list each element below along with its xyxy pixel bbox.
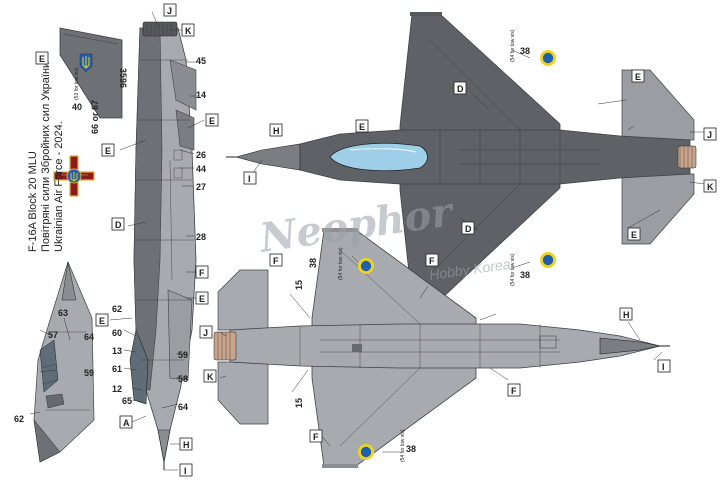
callout-F-bottom-stab: F [273, 256, 279, 266]
callout-E-side-lower: E [199, 294, 205, 304]
label-65: 65 [122, 396, 132, 406]
label-15-lower: 15 [294, 398, 304, 408]
title-line-1: F-16A Block 20 MLU [27, 151, 39, 252]
title-line-3: Ukrainian Air Force - 2024. [53, 121, 65, 252]
callout-I-side: I [184, 466, 187, 476]
label-28: 28 [196, 232, 206, 242]
sheet-title: F-16A Block 20 MLU Повітряні сили Збройн… [27, 62, 65, 252]
callout-E-nose: E [99, 316, 105, 326]
label-38-top-upper: 38 [520, 46, 530, 56]
callout-E-top-canopy: E [359, 122, 365, 132]
label-62-nose: 62 [14, 414, 24, 424]
ukraine-roundel-icon [540, 50, 556, 66]
ukraine-trident-icon [79, 53, 93, 73]
low-vis-note-bottom-lower: (54 for low vis) [400, 429, 406, 462]
serial-number: 3596 [118, 68, 128, 88]
label-66-or-67: 66 or 67 [90, 100, 100, 134]
callout-D-side: D [115, 220, 122, 230]
air-force-cross-emblem-icon [53, 155, 95, 197]
callout-D-bottom: D [465, 224, 472, 234]
label-27: 27 [196, 182, 206, 192]
callout-H-side: H [183, 440, 190, 450]
callout-E-top-stab-lower: E [631, 230, 637, 240]
callout-boxes: J K E E E D F E E A H I H I E D E E J K … [35, 3, 717, 477]
label-26: 26 [196, 150, 206, 160]
nose-detail-view [29, 260, 95, 463]
top-view-aircraft [226, 12, 705, 302]
callout-H-bottom: H [623, 310, 630, 320]
callout-I-bottom: I [662, 362, 665, 372]
side-view-callout-lines [109, 11, 205, 471]
label-12: 12 [112, 384, 122, 394]
callout-K-bottom: K [207, 372, 214, 382]
label-59-side: 59 [178, 350, 188, 360]
callout-K-top: K [707, 182, 714, 192]
callout-D-top: D [457, 84, 464, 94]
callout-A: A [123, 418, 130, 428]
callout-H-top: H [273, 126, 280, 136]
callout-F-bottom-lower: F [313, 432, 319, 442]
label-64-side: 64 [178, 402, 188, 412]
low-vis-note-top-lower: (54 for low vis) [510, 253, 516, 286]
low-vis-note-bottom-upper: (54 for low vis) [338, 247, 344, 280]
label-44: 44 [196, 164, 206, 174]
label-62-side: 62 [112, 304, 122, 314]
callout-J-side: J [167, 6, 172, 16]
label-15-upper: 15 [294, 280, 304, 290]
callout-F-bottom-fuselage: F [511, 386, 517, 396]
label-45: 45 [196, 56, 206, 66]
callout-E-fin: E [39, 54, 45, 64]
label-60: 60 [112, 328, 122, 338]
low-vis-note-side: (53 for low vis) [74, 67, 80, 100]
numeric-callouts: 45 14 26 44 27 28 62 60 13 61 12 65 59 5… [14, 56, 304, 424]
title-line-2: Повітряні сили Збройних сил України [40, 62, 52, 252]
label-64-nose: 64 [84, 332, 94, 342]
ukraine-roundel-icon [358, 444, 374, 460]
callout-E-fuselage: E [105, 146, 111, 156]
callout-E-top-stab-upper: E [635, 72, 641, 82]
ukraine-roundel-icon [358, 258, 374, 274]
label-58: 58 [178, 374, 188, 384]
callout-I-top: I [248, 174, 251, 184]
label-13: 13 [112, 346, 122, 356]
bottom-view-aircraft [213, 228, 670, 468]
ukraine-roundel-icon [540, 252, 556, 268]
callout-E-stab: E [209, 116, 215, 126]
label-57: 57 [48, 330, 58, 340]
callout-F-side: F [199, 268, 205, 278]
callout-J-top: J [707, 130, 712, 140]
callout-K-side: K [185, 26, 192, 36]
label-38-top-lower: 38 [520, 270, 530, 280]
callout-J-bottom: J [203, 328, 208, 338]
label-38-bottom-upper: 38 [308, 258, 318, 268]
label-14: 14 [196, 90, 206, 100]
callout-F-bottom-wing: F [429, 256, 435, 266]
side-view-aircraft [59, 21, 197, 470]
label-61: 61 [112, 364, 122, 374]
low-vis-note-top-upper: (54 for low vis) [510, 29, 516, 62]
label-40: 40 [72, 102, 82, 112]
label-63: 63 [58, 308, 68, 318]
label-38-bottom-lower: 38 [406, 444, 416, 454]
label-59-nose: 59 [84, 368, 94, 378]
